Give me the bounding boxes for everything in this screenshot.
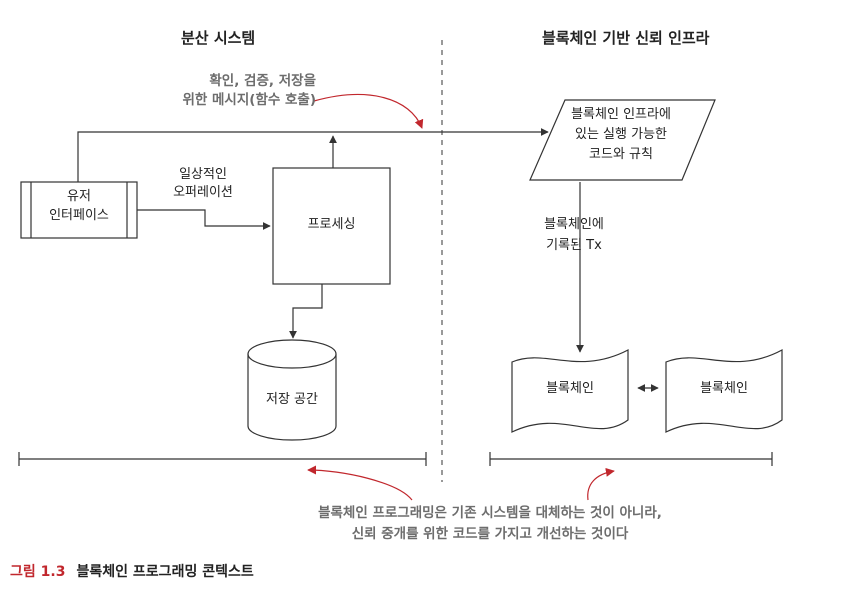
user-interface-line-2: 인터페이스 (49, 207, 109, 223)
message-note-line-1: 확인, 검증, 저장을 (209, 73, 316, 89)
figure-title: 블록체인 프로그래밍 콘텍스트 (76, 564, 254, 580)
executable-rules-shape (529, 99, 716, 181)
processing-label: 프로세싱 (307, 217, 356, 232)
executable-rules-line-1: 블록체인 인프라에 (571, 107, 671, 122)
right-pointer-arrow (587, 467, 615, 501)
blockchain-shape-b (665, 348, 783, 433)
figure-number: 그림 1.3 (10, 564, 66, 580)
operation-arrow (137, 209, 271, 230)
blockchain-shape-a (511, 349, 629, 433)
user-interface-label: 유저 인터페이스 (31, 189, 127, 224)
message-arrow (77, 128, 549, 182)
executable-rules-label: 블록체인 인프라에 있는 실행 가능한 코드와 규칙 (545, 107, 697, 163)
user-interface-box (20, 181, 138, 239)
processing-box (272, 167, 391, 285)
routine-operation-line-2: 오퍼레이션 (173, 184, 233, 200)
storage-label: 저장 공간 (266, 392, 318, 407)
recorded-tx-line-2: 기록된 Tx (546, 237, 602, 253)
message-note-line-2: 위한 메시지(함수 호출) (182, 91, 316, 108)
left-pointer-arrow (307, 465, 413, 501)
user-interface-line-1: 유저 (67, 189, 91, 204)
left-bracket (18, 452, 427, 466)
figure-caption: 그림 1.3 블록체인 프로그래밍 콘텍스트 (10, 562, 254, 580)
bottom-note: 블록체인 프로그래밍은 기존 시스템을 대체하는 것이 아니라, 신뢰 중개를 … (210, 505, 770, 542)
routine-operation-label: 일상적인 오퍼레이션 (160, 167, 246, 201)
left-section-title: 분산 시스템 (181, 29, 256, 47)
recorded-tx-line-1: 블록체인에 (544, 217, 604, 232)
blockchain-label-b: 블록체인 (700, 381, 748, 396)
routine-operation-line-1: 일상적인 (179, 167, 227, 182)
executable-rules-line-3: 코드와 규칙 (589, 146, 653, 162)
blockchain-label-a: 블록체인 (546, 381, 594, 396)
bottom-note-line-2: 신뢰 중개를 위한 코드를 가지고 개선하는 것이다 (351, 525, 629, 542)
recorded-tx-label: 블록체인에 기록된 Tx (526, 217, 622, 254)
executable-rules-line-2: 있는 실행 가능한 (575, 126, 667, 142)
right-section-title: 블록체인 기반 신뢰 인프라 (542, 29, 710, 47)
message-note: 확인, 검증, 저장을 위한 메시지(함수 호출) (150, 73, 316, 108)
message-pointer-arrow (313, 94, 424, 129)
storage-arrow (289, 284, 323, 339)
storage-cylinder (247, 354, 337, 441)
bottom-note-line-1: 블록체인 프로그래밍은 기존 시스템을 대체하는 것이 아니라, (318, 505, 662, 521)
storage-cylinder-top (247, 339, 337, 369)
right-bracket (489, 452, 773, 466)
